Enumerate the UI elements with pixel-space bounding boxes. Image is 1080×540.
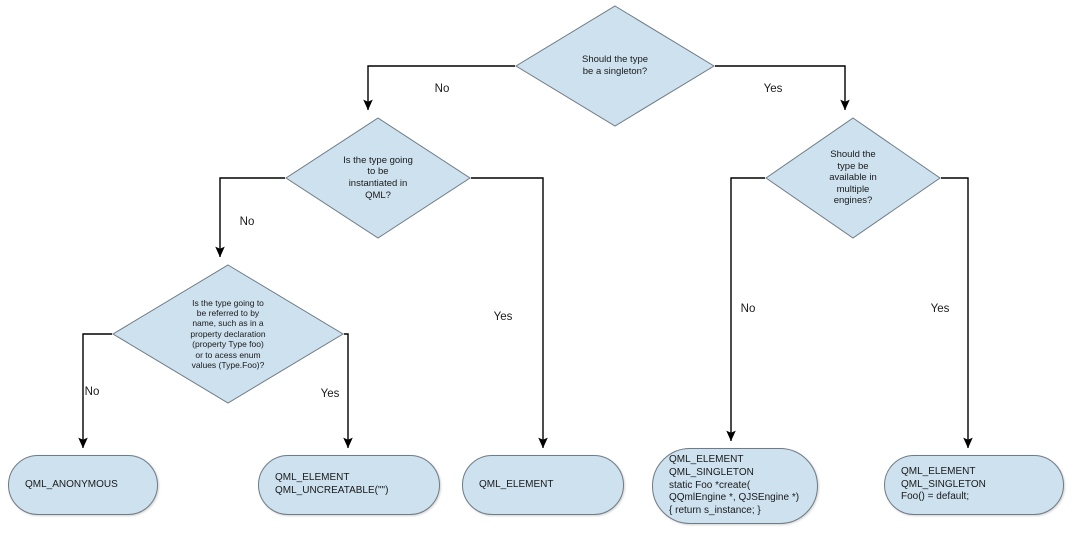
edge-label-e5: No <box>84 386 100 398</box>
edge-e4 <box>471 177 548 449</box>
terminal-node-t4: QML_ELEMENT QML_SINGLETON static Foo *cr… <box>652 448 818 524</box>
decision-node-d3: Is the type going to be referred to by n… <box>112 264 344 404</box>
edge-e1 <box>363 65 515 111</box>
terminal-node-t2: QML_ELEMENT QML_UNCREATABLE("") <box>258 455 440 515</box>
decision-label-d2: Is the type going to be instantiated in … <box>343 154 413 201</box>
diamond-shape-d2 <box>285 117 471 239</box>
decision-node-d1: Should the type be a singleton? <box>515 5 715 127</box>
edge-e7 <box>726 177 765 442</box>
diamond-shape-d4 <box>765 117 941 239</box>
decision-label-d1: Should the type be a singleton? <box>581 54 649 77</box>
terminal-label-t4: QML_ELEMENT QML_SINGLETON static Foo *cr… <box>669 454 800 517</box>
edge-e3 <box>215 177 285 258</box>
terminal-label-t2: QML_ELEMENT QML_UNCREATABLE("") <box>275 472 389 496</box>
terminal-label-t1: QML_ANONYMOUS <box>25 478 118 490</box>
terminal-label-t5: QML_ELEMENT QML_SINGLETON Foo() = defaul… <box>901 465 986 503</box>
terminal-node-t5: QML_ELEMENT QML_SINGLETON Foo() = defaul… <box>884 455 1064 515</box>
edge-label-e3: No <box>239 216 255 228</box>
edge-label-e8: Yes <box>930 303 950 315</box>
edge-label-e4: Yes <box>493 311 513 323</box>
decision-node-d4: Should the type be available in multiple… <box>765 117 941 239</box>
edge-e8 <box>941 177 973 449</box>
edge-e5 <box>78 333 112 449</box>
edge-label-e7: No <box>740 303 756 315</box>
edge-label-e1: No <box>434 83 450 95</box>
terminal-node-t3: QML_ELEMENT <box>462 455 624 515</box>
decision-node-d2: Is the type going to be instantiated in … <box>285 117 471 239</box>
terminal-node-t1: QML_ANONYMOUS <box>8 455 158 515</box>
edge-label-e2: Yes <box>763 83 783 95</box>
edge-e2 <box>715 65 850 111</box>
diamond-shape-d1 <box>515 5 715 127</box>
edge-label-e6: Yes <box>320 388 340 400</box>
diamond-shape-d3 <box>112 264 344 404</box>
terminal-label-t3: QML_ELEMENT <box>479 478 554 490</box>
edge-e6 <box>343 333 353 449</box>
edge-paths <box>78 65 973 449</box>
decision-label-d3: Is the type going to be referred to by n… <box>190 297 266 370</box>
decision-label-d4: Should the type be available in multiple… <box>829 149 877 207</box>
